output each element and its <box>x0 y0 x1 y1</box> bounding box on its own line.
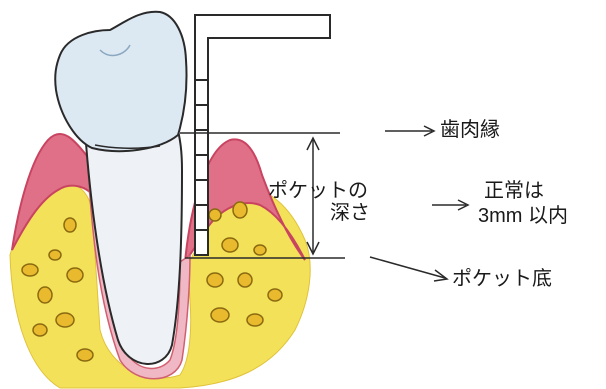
label-pocket-depth-line2: 深さ <box>330 202 370 224</box>
label-gingival-margin: 歯肉縁 <box>440 119 500 141</box>
tooth-crown <box>55 12 186 151</box>
label-pocket-bottom: ポケット底 <box>452 268 552 290</box>
label-pocket-depth-line1: ポケットの <box>268 180 368 202</box>
label-normal-line2: 3mm 以内 <box>478 205 568 227</box>
label-normal-line1: 正常は <box>484 180 544 202</box>
